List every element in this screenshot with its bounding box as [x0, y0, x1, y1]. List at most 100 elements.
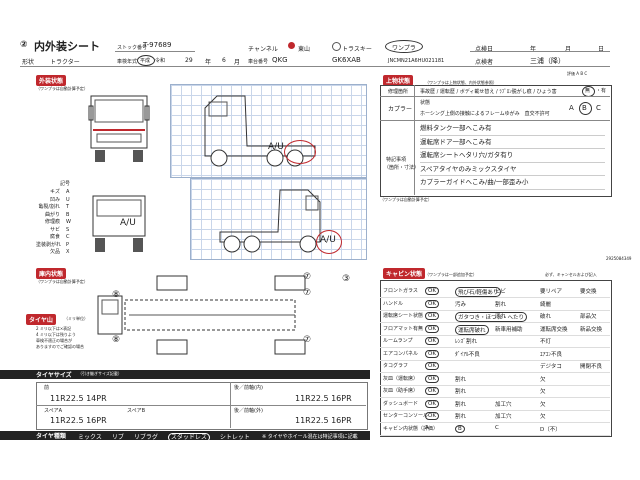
- tire-depth-note: 2 ミリ以下は×表記 4 ミリ以下は残りよう 車検不適正の場合が ありますのでご…: [36, 326, 84, 349]
- cabin-row-option[interactable]: 欠: [540, 401, 546, 408]
- note-line: スペアタイヤのみミックスタイヤ: [420, 163, 605, 176]
- cabin-row-label: ダッシュボード: [383, 400, 419, 407]
- abc-selected-circle: [579, 102, 592, 115]
- grade-head-b: B: [580, 71, 584, 76]
- cabin-row-label: タコグラフ: [383, 363, 409, 369]
- notes-label: 特記事項: [386, 157, 407, 163]
- grade-head-c: C: [584, 71, 588, 76]
- tire-type-option[interactable]: リブ: [111, 434, 124, 441]
- cabin-row-option[interactable]: 運転席破れ: [455, 324, 489, 335]
- cabin-row-option[interactable]: ヒビ: [495, 289, 507, 295]
- cabin-row-option[interactable]: 欠: [540, 414, 546, 420]
- tire-type-option[interactable]: リブラグ: [133, 434, 158, 441]
- spare-b-label: スペアB: [127, 408, 146, 414]
- cabin-row-label: フロアマット有無: [383, 325, 424, 332]
- grade-right: ・有: [596, 88, 607, 94]
- grade-none: 無: [585, 88, 591, 94]
- cabin-row-option[interactable]: OK: [425, 374, 439, 383]
- cabin-row-option[interactable]: 要交換: [580, 289, 597, 295]
- cabin-row-option[interactable]: 割れ: [455, 414, 467, 420]
- interior-tab: 庫内状態: [36, 268, 67, 279]
- damage-circle: [284, 140, 316, 164]
- era-reiwa: 令和: [155, 58, 166, 64]
- tire-type-option[interactable]: シトレット: [219, 434, 250, 441]
- cabin-row-label: センターコンソール: [383, 413, 429, 419]
- cabin-row-option[interactable]: B: [455, 424, 465, 433]
- cabin-row-option[interactable]: 欠: [540, 389, 546, 395]
- cabin-row-option[interactable]: デジタコ: [540, 364, 562, 370]
- cabin-row-option[interactable]: D（不）: [540, 426, 561, 433]
- tire-type-option[interactable]: ミックス: [78, 434, 102, 441]
- cabin-row-option[interactable]: ﾀﾞｲｱﾙ不良: [455, 351, 480, 358]
- channel-3[interactable]: ワンプラ: [392, 45, 416, 52]
- note-line: 運転席ドア一部へこみ有: [420, 136, 605, 149]
- cabin-row-option[interactable]: OK: [425, 312, 439, 320]
- cabin-row-option[interactable]: 割れ: [495, 301, 507, 308]
- cabin-row-option[interactable]: OK: [425, 412, 439, 420]
- cabin-row-option[interactable]: 割れ: [455, 376, 467, 383]
- spare-a-label: スペアA: [44, 408, 63, 414]
- cabin-row-option[interactable]: 部品欠: [580, 314, 597, 320]
- cabin-row-option[interactable]: 加工穴: [495, 414, 512, 420]
- cabin-row-option[interactable]: 運転席交換: [540, 326, 568, 333]
- cabin-row-option[interactable]: 加工穴: [495, 401, 512, 408]
- cabin-row-option[interactable]: OK: [425, 387, 439, 395]
- legend-letter: X: [66, 249, 70, 255]
- channel-2[interactable]: トラスキー: [342, 46, 372, 53]
- cabin-row-option[interactable]: ｴｱｺﾝ不良: [540, 351, 563, 358]
- legend-letter: W: [66, 219, 71, 225]
- cabin-row-option[interactable]: OK: [425, 399, 439, 408]
- rear-out-tire-size: 11R22.5 16PR: [295, 416, 352, 425]
- cabin-row-option[interactable]: OK: [425, 324, 439, 333]
- channel-1[interactable]: 東山: [298, 46, 311, 53]
- cabin-row-option[interactable]: C: [495, 424, 499, 431]
- cabin-row-option[interactable]: OK: [425, 362, 439, 370]
- abc-c[interactable]: C: [596, 104, 601, 112]
- cabin-sub: （ワンプラは一部追加予定）: [425, 272, 477, 277]
- cabin-right-note: 必ず、キャンセルおよび記入: [545, 272, 597, 277]
- abc-a[interactable]: A: [569, 104, 574, 112]
- cabin-row-option[interactable]: 破れ: [540, 314, 552, 320]
- page-title: 内外装シート: [34, 40, 100, 53]
- rear-label: 後／前軸(内): [234, 385, 263, 391]
- era-heisei-circle[interactable]: [137, 55, 155, 66]
- cabin-row-label: キャビン内状態（評価）: [383, 425, 439, 432]
- coupler-label: カプラー: [388, 106, 413, 113]
- cabin-row-option[interactable]: 割れ: [455, 389, 467, 395]
- legend-letter: T: [66, 204, 70, 210]
- front-tire-size: 11R22.5 14PR: [50, 394, 107, 403]
- cabin-row-option[interactable]: OK: [425, 349, 439, 358]
- cabin-row-option[interactable]: OK: [425, 337, 439, 345]
- cabin-row-option[interactable]: ガタつき・ほつれ・へたり: [455, 312, 528, 322]
- cabin-row-option[interactable]: OK: [425, 287, 439, 295]
- cabin-row-option[interactable]: 割れ: [455, 401, 467, 408]
- cabin-row-option[interactable]: A: [425, 424, 429, 431]
- tire-type-note: ※ タイヤやホイール混在は特記事項に記載: [262, 434, 358, 440]
- cabin-row-option[interactable]: 開閉不良: [580, 364, 603, 370]
- cabin-row-option[interactable]: 不灯: [540, 339, 552, 345]
- cabin-row-option[interactable]: ﾚﾝｽﾞ割れ: [455, 339, 478, 345]
- legend-code: 塗装剥がれ: [36, 241, 62, 248]
- model-value: GK6XAB: [332, 56, 361, 64]
- cabin-row-option[interactable]: 汚み: [455, 301, 467, 308]
- wheel-number: ⑧: [112, 290, 121, 300]
- cabin-row-option[interactable]: OK: [425, 299, 439, 308]
- cabin-row-option[interactable]: 綺麗: [540, 301, 552, 308]
- cabin-row-option[interactable]: 新品交換: [580, 326, 603, 333]
- serial-value: JNCMN21A6HU021181: [388, 58, 445, 64]
- damage-mark-3: A/U: [320, 235, 336, 245]
- cabin-row-option[interactable]: 欠: [540, 376, 546, 383]
- abc-b[interactable]: B: [582, 104, 587, 112]
- cabin-row-option[interactable]: 新車用補助: [495, 326, 523, 333]
- cabin-row-option[interactable]: 汚れ: [495, 314, 507, 320]
- cabin-row-option[interactable]: 飛び石/軽傷あり: [455, 287, 502, 297]
- tire-size-sub: （引き継ぎサイズ記載）: [78, 371, 122, 376]
- cabin-tab: キャビン状態: [383, 268, 426, 279]
- channel-dot-icon: [288, 42, 295, 49]
- cabin-row-option[interactable]: 要リペア: [540, 289, 563, 295]
- tire-type-option[interactable]: スタッドレス: [167, 433, 210, 442]
- damage-mark-1: A/U: [268, 142, 284, 152]
